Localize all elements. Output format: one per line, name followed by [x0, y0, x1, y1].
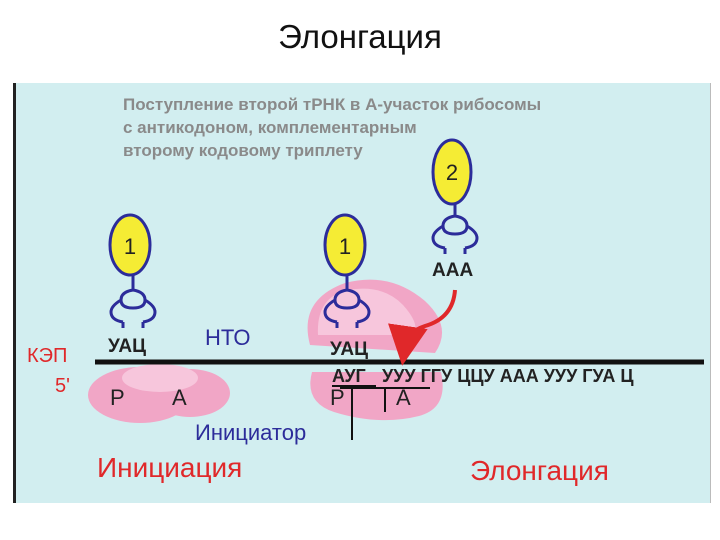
- trna-2-right: [431, 138, 479, 254]
- trna-right-anticodon: ААА: [432, 260, 473, 281]
- site-a-label-left: А: [172, 385, 187, 410]
- description-line-1: Поступление второй тРНК в А-участок рибо…: [123, 95, 541, 114]
- initiator-label: Инициатор: [195, 420, 306, 445]
- trna-left-number: 1: [124, 234, 136, 259]
- phase-elongation: Элонгация: [470, 455, 609, 486]
- site-a-label-mid: А: [396, 385, 411, 410]
- nto-label: НТО: [205, 325, 250, 350]
- description-line-3: второму кодовому триплету: [123, 141, 363, 160]
- trna-1-mid: [323, 213, 371, 328]
- trna-mid-anticodon: УАЦ: [330, 339, 368, 360]
- ribosome-small-subunit-mid: [310, 372, 443, 421]
- codon-sequence: УУУ ГГУ ЦЦУ ААА УУУ ГУА Ц: [382, 366, 634, 386]
- description-line-2: с антикодоном, комплементарным: [123, 118, 417, 137]
- trna-right-number: 2: [446, 160, 458, 185]
- slide-title: Элонгация: [278, 18, 442, 55]
- site-p-label-mid: Р: [330, 385, 345, 410]
- trna-1-left: [108, 213, 157, 328]
- five-prime-label: 5': [55, 375, 70, 397]
- trna-mid-number: 1: [339, 234, 351, 259]
- phase-initiation: Инициация: [97, 452, 242, 483]
- ribosome-small-subunit-left: [88, 364, 230, 423]
- start-codon: АУГ: [332, 366, 366, 386]
- trna-left-anticodon: УАЦ: [108, 336, 146, 357]
- site-p-label-left: Р: [110, 385, 125, 410]
- entry-arrow: [388, 289, 457, 366]
- cap-label: КЭП: [27, 345, 67, 367]
